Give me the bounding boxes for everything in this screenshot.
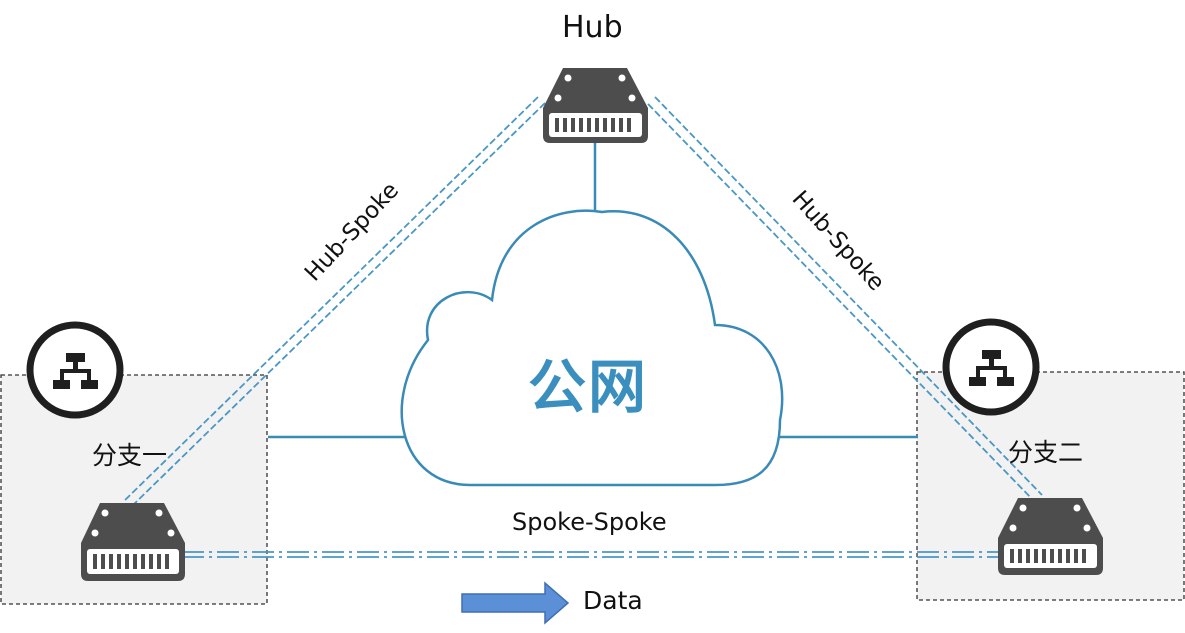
data-arrow-icon	[461, 581, 570, 625]
hub-label: Hub	[562, 10, 623, 45]
hub-spoke-tunnel-left	[122, 96, 546, 509]
spoke-spoke-tunnel	[182, 551, 1000, 558]
public-network-cloud	[400, 209, 784, 487]
branch-one-label: 分支一	[92, 441, 168, 470]
branch-two-network-icon	[942, 318, 1040, 416]
branch-two-router-icon	[998, 498, 1103, 575]
legend-data-label: Data	[583, 586, 643, 615]
hub-spoke-tunnel-right	[647, 96, 1043, 503]
branch-two-label: 分支二	[1008, 438, 1084, 467]
hub-router-icon	[543, 68, 648, 143]
branch-one-network-icon	[26, 321, 124, 419]
public-network-label: 公网	[528, 353, 649, 421]
branch-one-router-icon	[81, 503, 185, 581]
spoke-spoke-label: Spoke-Spoke	[512, 508, 667, 536]
